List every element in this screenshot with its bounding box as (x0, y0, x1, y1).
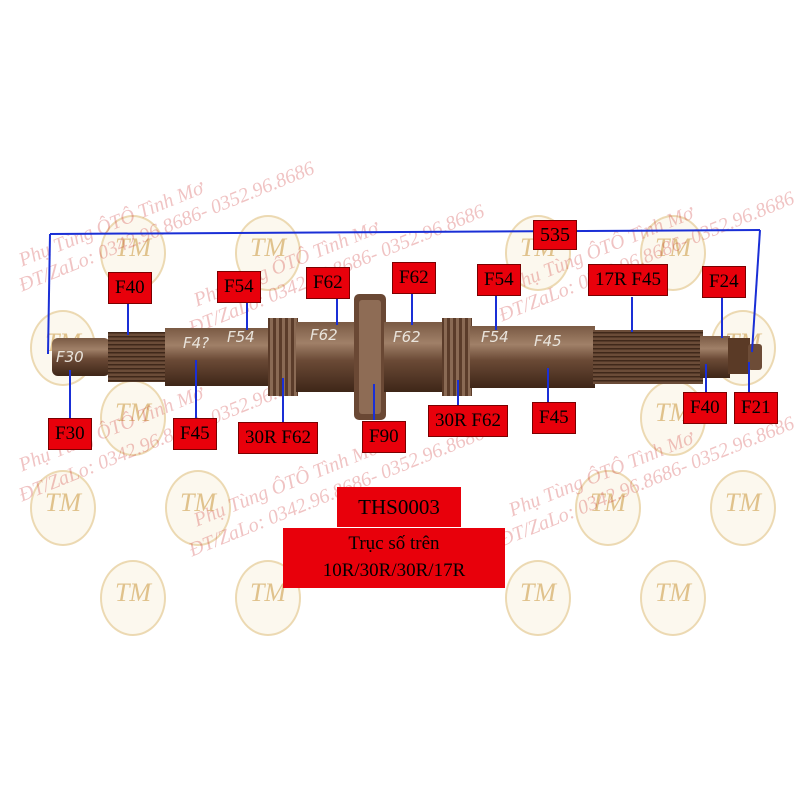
watermark-logo: TM (100, 560, 166, 636)
product-models: 10R/30R/30R/17R (322, 560, 466, 581)
chalk-mark: F54 (227, 328, 255, 346)
label-f40-top: F40 (108, 272, 152, 304)
shaft-segment-f54-f45 (470, 326, 595, 388)
chalk-marks: F30 F4? F54 F62 F62 F54 F45 (56, 326, 562, 366)
label-f54-top-right: F54 (477, 264, 521, 296)
watermark-logo: TM (165, 470, 231, 546)
label-f45-bottom-left: F45 (173, 418, 217, 450)
product-name: Trục số trên (348, 533, 440, 554)
chalk-mark: F30 (56, 348, 84, 366)
collar-face (359, 300, 381, 414)
chalk-mark: F45 (534, 332, 562, 350)
shaft-segment-f40 (700, 336, 730, 378)
watermark-logo: TM (640, 560, 706, 636)
spline-17r (593, 330, 703, 384)
label-17r-f45: 17R F45 (588, 264, 668, 296)
chalk-mark: F4? (183, 334, 209, 352)
spline-f40 (108, 332, 168, 382)
label-30r-f62-right: 30R F62 (428, 405, 508, 437)
dimension-line (47, 229, 761, 355)
shaft-segment-f62-left (296, 322, 358, 392)
label-f40-bottom: F40 (683, 392, 727, 424)
thread-f24 (728, 338, 750, 374)
chalk-mark: F62 (393, 328, 421, 346)
leader-lines (69, 291, 750, 422)
watermark-logo: TM (30, 470, 96, 546)
label-f45-bottom-right: F45 (532, 402, 576, 434)
tip-f21 (748, 344, 762, 370)
shaft (52, 294, 762, 420)
product-code: THS0003 (337, 487, 461, 527)
label-f54-top-left: F54 (217, 271, 261, 303)
label-f62-top-right: F62 (392, 262, 436, 294)
chalk-mark: F54 (481, 328, 509, 346)
shaft-segment-f30 (52, 338, 110, 376)
label-f24: F24 (702, 266, 746, 298)
watermark-logo: TM (505, 560, 571, 636)
watermark-logo: TM (235, 215, 301, 291)
watermark-logo: TM (575, 470, 641, 546)
label-f62-top-left: F62 (306, 267, 350, 299)
product-info: Trục số trên 10R/30R/30R/17R (283, 528, 505, 588)
watermark-logo: TM (710, 470, 776, 546)
overall-length-label: 535 (533, 220, 577, 250)
label-30r-f62-left: 30R F62 (238, 422, 318, 454)
shaft-segment-f45 (165, 328, 270, 386)
watermark-logo: TM (100, 380, 166, 456)
label-f90: F90 (362, 421, 406, 453)
chalk-mark: F62 (310, 326, 338, 344)
shaft-segment-f62-right (384, 322, 444, 392)
label-f30: F30 (48, 418, 92, 450)
label-f21: F21 (734, 392, 778, 424)
